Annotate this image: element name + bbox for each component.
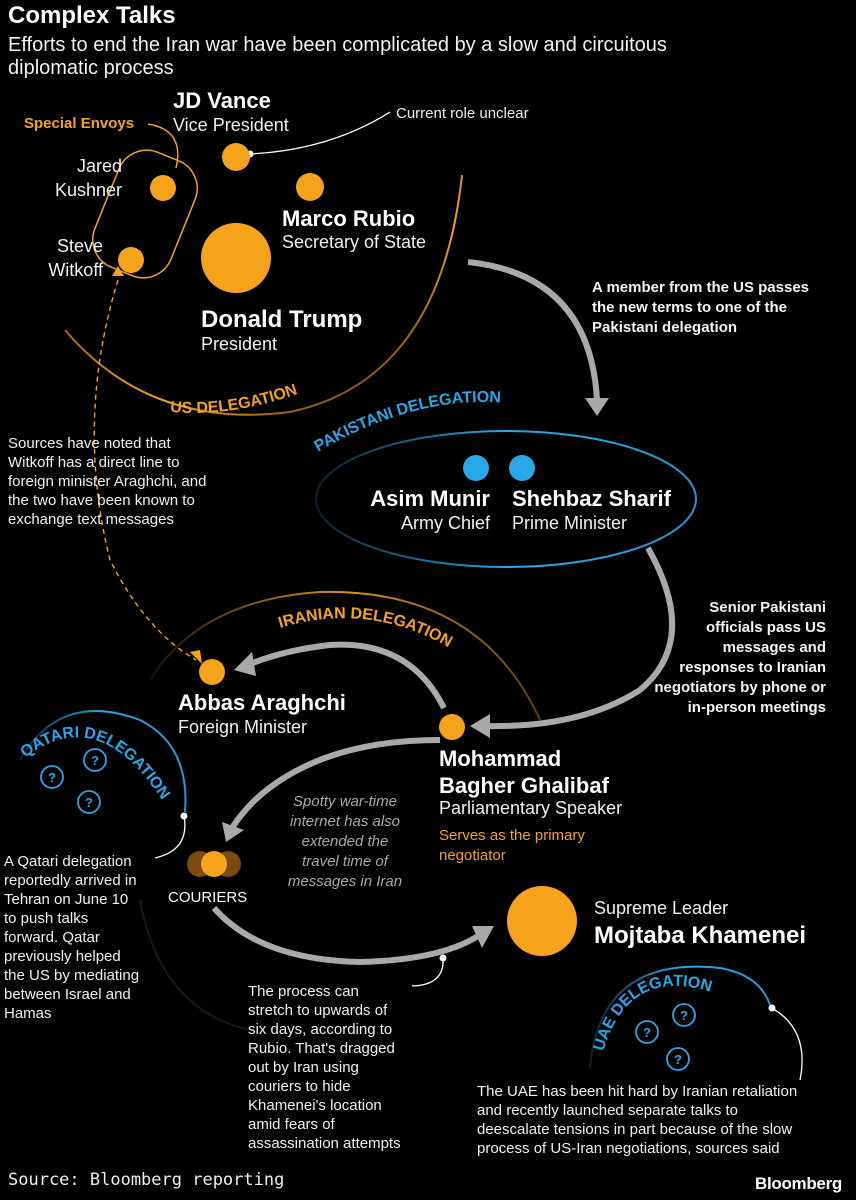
vance-name: JD Vance: [173, 88, 271, 113]
witkoff-name: Steve Witkoff: [48, 236, 103, 280]
qatar-unknown-members: [40, 748, 107, 814]
qatar-unknown-3-mark: ?: [85, 795, 93, 810]
vance-dot: [222, 143, 250, 171]
ghalibaf-to-araghchi-arrowhead: [234, 652, 256, 676]
uae-unknown-3-mark: ?: [674, 1052, 682, 1067]
courier-dot-center: [201, 851, 227, 877]
special-envoys-connector: [147, 123, 179, 169]
qatar-note: A Qatari delegation reportedly arrived i…: [4, 853, 140, 1022]
araghchi-name: Abbas Araghchi: [178, 690, 346, 715]
couriers-to-khamenei-arrowhead: [472, 926, 494, 948]
us-to-pakistan-arrow: [467, 259, 600, 401]
ghalibaf-name: Mohammad Bagher Ghalibaf: [439, 746, 609, 798]
witkoff-arrowhead-up: [112, 266, 124, 276]
chart-title: Complex Talks: [8, 2, 176, 29]
kushner-dot: [150, 175, 176, 201]
vance-role: Vice President: [173, 115, 289, 135]
couriers-note-connector: [411, 957, 444, 987]
special-envoys-label: Special Envoys: [24, 115, 135, 132]
ghalibaf-dot: [439, 714, 465, 740]
uae-unknown-1: [672, 1003, 696, 1027]
uae-delegation-arc: [589, 965, 771, 1069]
munir-role: Army Chief: [400, 513, 490, 533]
qatar-note-connector: [154, 815, 186, 859]
us-delegation-arc: [64, 174, 463, 416]
ghalibaf-to-araghchi-arrow: [248, 641, 447, 710]
internet-note: Spotty war-time internet has also extend…: [287, 793, 403, 890]
munir-dot: [463, 455, 489, 481]
couriers-note-dot: [439, 954, 447, 962]
vance-note-connector: [249, 111, 391, 155]
witkoff-dot: [118, 247, 144, 273]
khamenei-name: Mojtaba Khamenei: [594, 922, 807, 949]
qatar-note-dot: [180, 812, 188, 820]
ghalibaf-to-couriers-arrowhead: [222, 822, 244, 842]
uae-unknown-1-mark: ?: [680, 1008, 688, 1023]
rubio-dot: [296, 173, 324, 201]
pakistan-to-iran-note: Senior Pakistani officials pass US messa…: [654, 599, 826, 716]
rubio-role: Secretary of State: [282, 232, 427, 252]
chart-subtitle: Efforts to end the Iran war have been co…: [8, 34, 667, 79]
pakistan-to-iran-arrowhead: [470, 714, 490, 738]
uae-unknown-2-mark: ?: [643, 1025, 651, 1040]
qatar-unknown-3: [77, 790, 101, 814]
us-to-pakistan-note: A member from the US passes the new term…: [592, 279, 810, 336]
uae-unknown-2: [635, 1020, 659, 1044]
iranian-delegation-arc: [149, 590, 541, 721]
munir-name: Asim Munir: [370, 486, 490, 511]
khamenei-dot: [507, 886, 577, 956]
iran-faint-arc: [139, 899, 251, 1031]
uae-note-connector: [771, 1007, 803, 1081]
qatar-unknown-2: [40, 765, 64, 789]
qatar-unknown-1-mark: ?: [91, 753, 99, 768]
special-envoys-capsule: [92, 149, 198, 279]
ghalibaf-role: Parliamentary Speaker: [439, 798, 623, 818]
sharif-name: Shehbaz Sharif: [512, 486, 671, 511]
vance-note: Current role unclear: [396, 105, 529, 122]
ghalibaf-note: Serves as the primary negotiator: [439, 827, 585, 864]
couriers-to-khamenei-arrow: [211, 906, 480, 966]
kushner-name: Jared Kushner: [54, 156, 122, 200]
rubio-name: Marco Rubio: [282, 206, 416, 231]
uae-note-dot: [768, 1004, 776, 1012]
uae-unknown-members: [635, 1003, 696, 1071]
qatar-unknown-2-mark: ?: [48, 770, 56, 785]
witkoff-araghchi-dashed-line: [93, 279, 197, 661]
sharif-dot: [509, 455, 535, 481]
sharif-role: Prime Minister: [512, 513, 628, 533]
khamenei-title: Supreme Leader: [594, 898, 729, 918]
witkoff-line-note: Sources have noted that Witkoff has a di…: [8, 435, 207, 528]
araghchi-dot: [199, 659, 225, 685]
qatari-delegation-arc: [19, 710, 187, 813]
pakistani-delegation-label: PAKISTANI DELEGATION: [312, 389, 502, 455]
couriers-label: COURIERS: [168, 889, 248, 906]
uae-unknown-3: [666, 1047, 690, 1071]
trump-role: President: [201, 334, 278, 354]
us-delegation-label: US DELEGATION: [170, 381, 300, 417]
us-to-pakistan-arrowhead: [585, 398, 609, 416]
qatar-unknown-1: [83, 748, 107, 772]
pakistan-to-iran-arrow: [485, 546, 675, 730]
araghchi-arrowhead: [190, 650, 202, 664]
trump-dot: [201, 223, 271, 293]
source-note: Source: Bloomberg reporting: [8, 1170, 285, 1190]
araghchi-role: Foreign Minister: [178, 717, 308, 737]
pakistani-delegation-ellipse: [315, 430, 697, 568]
ghalibaf-to-couriers-arrow: [229, 737, 441, 830]
couriers-note: The process can stretch to upwards of si…: [248, 983, 401, 1152]
uae-note: The UAE has been hit hard by Iranian ret…: [477, 1083, 798, 1157]
trump-name: Donald Trump: [201, 306, 363, 333]
brand-logo: Bloomberg: [754, 1174, 842, 1193]
